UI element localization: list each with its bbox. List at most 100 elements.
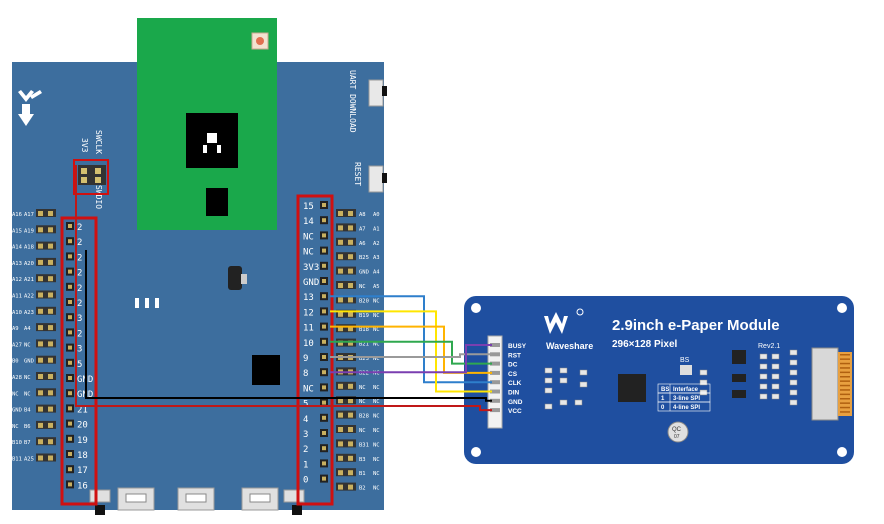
right-pin-label: 2 — [303, 445, 308, 455]
left-outer2-label: A18 — [24, 245, 34, 251]
epaper-pin-label: GND — [508, 399, 523, 406]
left-outer2-label: A21 — [24, 277, 34, 283]
right-outer2-label: NC — [373, 399, 380, 405]
right-outer-label: B21 — [359, 342, 369, 348]
right-pin-label: 15 — [303, 202, 314, 212]
left-pin-label: 20 — [77, 421, 88, 431]
left-outer-label: GND — [12, 408, 22, 414]
right-outer2-label: NC — [373, 442, 380, 448]
fpc-cable — [838, 352, 852, 416]
right-outer2-label: NC — [373, 385, 380, 391]
right-outer2-label: NC — [373, 414, 380, 420]
brand-label: Waveshare — [546, 341, 593, 351]
left-outer-label: NC — [12, 424, 19, 430]
wire — [330, 295, 492, 384]
left-pin-label: 17 — [77, 466, 88, 476]
left-outer2-label: A20 — [24, 261, 34, 267]
left-pin-label: 2 — [77, 253, 82, 263]
ic-chip — [252, 355, 280, 385]
usb-connectors — [117, 487, 279, 511]
left-pin-label: 2 — [77, 329, 82, 339]
epaper-pin-label: DIN — [508, 390, 520, 397]
wire — [85, 250, 492, 402]
left-outer2-label: NC — [24, 375, 31, 381]
right-pin-label: 13 — [303, 293, 314, 303]
label-swdio: SWDIO — [94, 185, 103, 209]
right-pin-label: 8 — [303, 369, 308, 379]
left-pin-label: 21 — [77, 405, 88, 415]
left-outer2-label: B6 — [24, 424, 31, 430]
right-pin-label: NC — [303, 232, 314, 242]
epaper-smd-parts — [544, 349, 798, 410]
bs-table-cell: 3-line SPI — [673, 396, 700, 402]
reset-button[interactable] — [368, 165, 384, 193]
right-pin-label: 14 — [303, 217, 314, 227]
right-outer2-label: NC — [373, 313, 380, 319]
swd-header — [78, 165, 106, 185]
left-outer-label: A14 — [12, 245, 23, 251]
right-outer-label: B3 — [359, 457, 366, 463]
uart-download-button[interactable] — [368, 79, 384, 107]
epaper-module: Waveshare 2.9inch e-Paper Module 296×128… — [464, 296, 854, 464]
right-pin-label: NC — [303, 248, 314, 258]
right-outer2-label: NC — [373, 356, 380, 362]
right-outer-label: B31 — [359, 442, 369, 448]
right-outer2-label: A0 — [373, 212, 380, 218]
right-outer-label: A7 — [359, 226, 366, 232]
swd-highlight — [73, 159, 109, 195]
left-outer-label: B11 — [12, 457, 22, 463]
reset-label: RESET — [353, 162, 362, 186]
bs-table-cell: BS — [661, 387, 669, 393]
left-outer2-label: A19 — [24, 228, 34, 234]
right-outer-label: GND — [359, 270, 369, 276]
left-outer-label: B0 — [12, 359, 19, 365]
right-outer2-label: NC — [373, 327, 380, 333]
right-outer2-label: NC — [373, 342, 380, 348]
right-pin-label: 10 — [303, 339, 314, 349]
right-outer-label: A6 — [359, 241, 366, 247]
right-outer2-label: A1 — [373, 226, 380, 232]
right-pin-label: 3 — [303, 430, 308, 440]
wire — [75, 165, 492, 412]
left-pin-label: 2 — [77, 238, 82, 248]
right-outer-label: B2 — [359, 486, 366, 492]
epaper-pin-label: CS — [508, 371, 518, 378]
right-outer-label: B18 — [359, 327, 369, 333]
right-pin-label: 11 — [303, 324, 314, 334]
wires — [75, 165, 492, 412]
right-outer-label: NC — [359, 428, 366, 434]
left-pin-label: 18 — [77, 451, 88, 461]
right-outer-label: NC — [359, 399, 366, 405]
smd-parts — [135, 298, 159, 308]
crystal — [228, 266, 242, 290]
left-outer2-label: NC — [24, 391, 31, 397]
right-outer-label: B1 — [359, 471, 366, 477]
qc-number: 07 — [674, 434, 680, 440]
left-outer-label: A27 — [12, 342, 22, 348]
left-outer-label: A12 — [12, 277, 22, 283]
left-pin-label: 3 — [77, 345, 82, 355]
right-pin-label: 3V3 — [303, 263, 319, 273]
logo-icon — [203, 133, 221, 153]
left-outer-label: A9 — [12, 326, 19, 332]
left-outer-label: A28 — [12, 375, 22, 381]
right-pin-label: 1 — [303, 460, 308, 470]
right-outer2-label: NC — [373, 471, 380, 477]
bs-table-cell: 0 — [661, 405, 665, 411]
right-outer-label: B23 — [359, 356, 369, 362]
epaper-pin-label: BUSY — [508, 343, 527, 350]
left-outer-label: A11 — [12, 294, 22, 300]
left-pin-label: 5 — [77, 360, 82, 370]
right-outer-label: B28 — [359, 414, 369, 420]
epaper-pin-label: RST — [508, 352, 521, 359]
left-outer-label: A16 — [12, 212, 22, 218]
left-pin-label: 16 — [77, 481, 88, 491]
right-outer2-label: NC — [373, 370, 380, 376]
left-pin-label: 2 — [77, 299, 82, 309]
right-outer2-label: A5 — [373, 284, 380, 290]
left-outer-label: NC — [12, 391, 19, 397]
qc-sticker — [667, 421, 689, 443]
left-outer2-label: A4 — [24, 326, 31, 332]
left-outer2-label: B4 — [24, 408, 31, 414]
